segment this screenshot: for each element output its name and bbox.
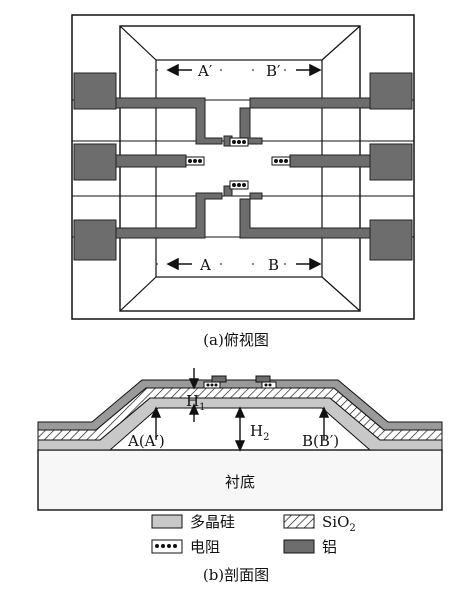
top-passivation-layer xyxy=(37,379,443,431)
label-a-section: A(A′) xyxy=(127,432,165,450)
caption-section-view: (b)剖面图 xyxy=(203,566,269,584)
label-b-section: B(B′) xyxy=(302,432,339,450)
section-view: 衬底 H1 H2 xyxy=(37,368,443,584)
legend-label-resistor: 电阻 xyxy=(190,538,220,556)
ab-arrows xyxy=(150,406,330,440)
top-view: A′ B′ A B (a)俯视图 xyxy=(71,14,415,349)
aluminum-traces xyxy=(73,72,413,261)
legend-resistor-dots xyxy=(155,544,177,548)
section-arrows-top xyxy=(166,63,322,271)
label-a-prime: A′ xyxy=(197,62,213,80)
resistor-symbols xyxy=(185,137,291,190)
legend-label-aluminum: 铝 xyxy=(322,538,337,556)
legend-swatch-sio2 xyxy=(283,514,315,529)
legend-label-polysilicon: 多晶硅 xyxy=(190,513,235,531)
label-h1: H1 xyxy=(186,392,205,413)
legend-label-sio2: SiO2 xyxy=(322,513,356,534)
legend: 多晶硅 SiO2 电阻 铝 xyxy=(151,513,356,556)
substrate xyxy=(37,449,443,511)
legend-swatch-resistor xyxy=(151,539,183,554)
legend-swatch-polysilicon xyxy=(151,514,183,529)
label-b: B xyxy=(268,256,279,274)
h2-arrows xyxy=(234,406,246,452)
h1-arrows xyxy=(188,368,200,422)
substrate-label: 衬底 xyxy=(225,473,255,491)
legend-swatch-aluminum xyxy=(283,539,315,554)
label-b-prime: B′ xyxy=(266,62,281,80)
caption-top-view: (a)俯视图 xyxy=(203,331,269,349)
label-h2: H2 xyxy=(250,422,269,443)
membrane-inner xyxy=(155,59,323,278)
label-a: A xyxy=(199,256,211,274)
